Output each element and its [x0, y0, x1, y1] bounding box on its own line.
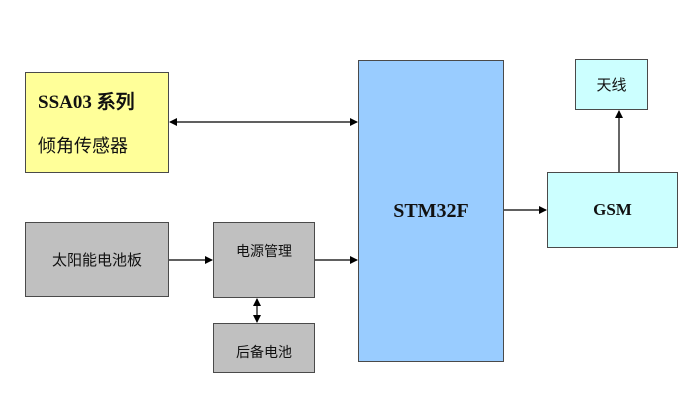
backup-battery-block: 后备电池: [213, 323, 315, 373]
antenna-label: 天线: [596, 76, 627, 94]
antenna-block: 天线: [575, 59, 648, 110]
solar-panel-block: 太阳能电池板: [25, 222, 169, 297]
power-management-label: 电源管理: [236, 244, 292, 260]
gsm-label: GSM: [593, 200, 632, 219]
mcu-label: STM32F: [393, 199, 469, 222]
sensor-block: SSA03 系列 倾角传感器: [25, 72, 169, 173]
sensor-model-label: SSA03 系列: [38, 92, 135, 113]
gsm-block: GSM: [547, 172, 678, 248]
backup-battery-label: 后备电池: [236, 345, 292, 361]
solar-panel-label: 太阳能电池板: [51, 251, 142, 269]
sensor-type-label: 倾角传感器: [38, 136, 128, 157]
power-management-block: 电源管理: [213, 222, 315, 298]
mcu-block: STM32F: [358, 60, 504, 362]
